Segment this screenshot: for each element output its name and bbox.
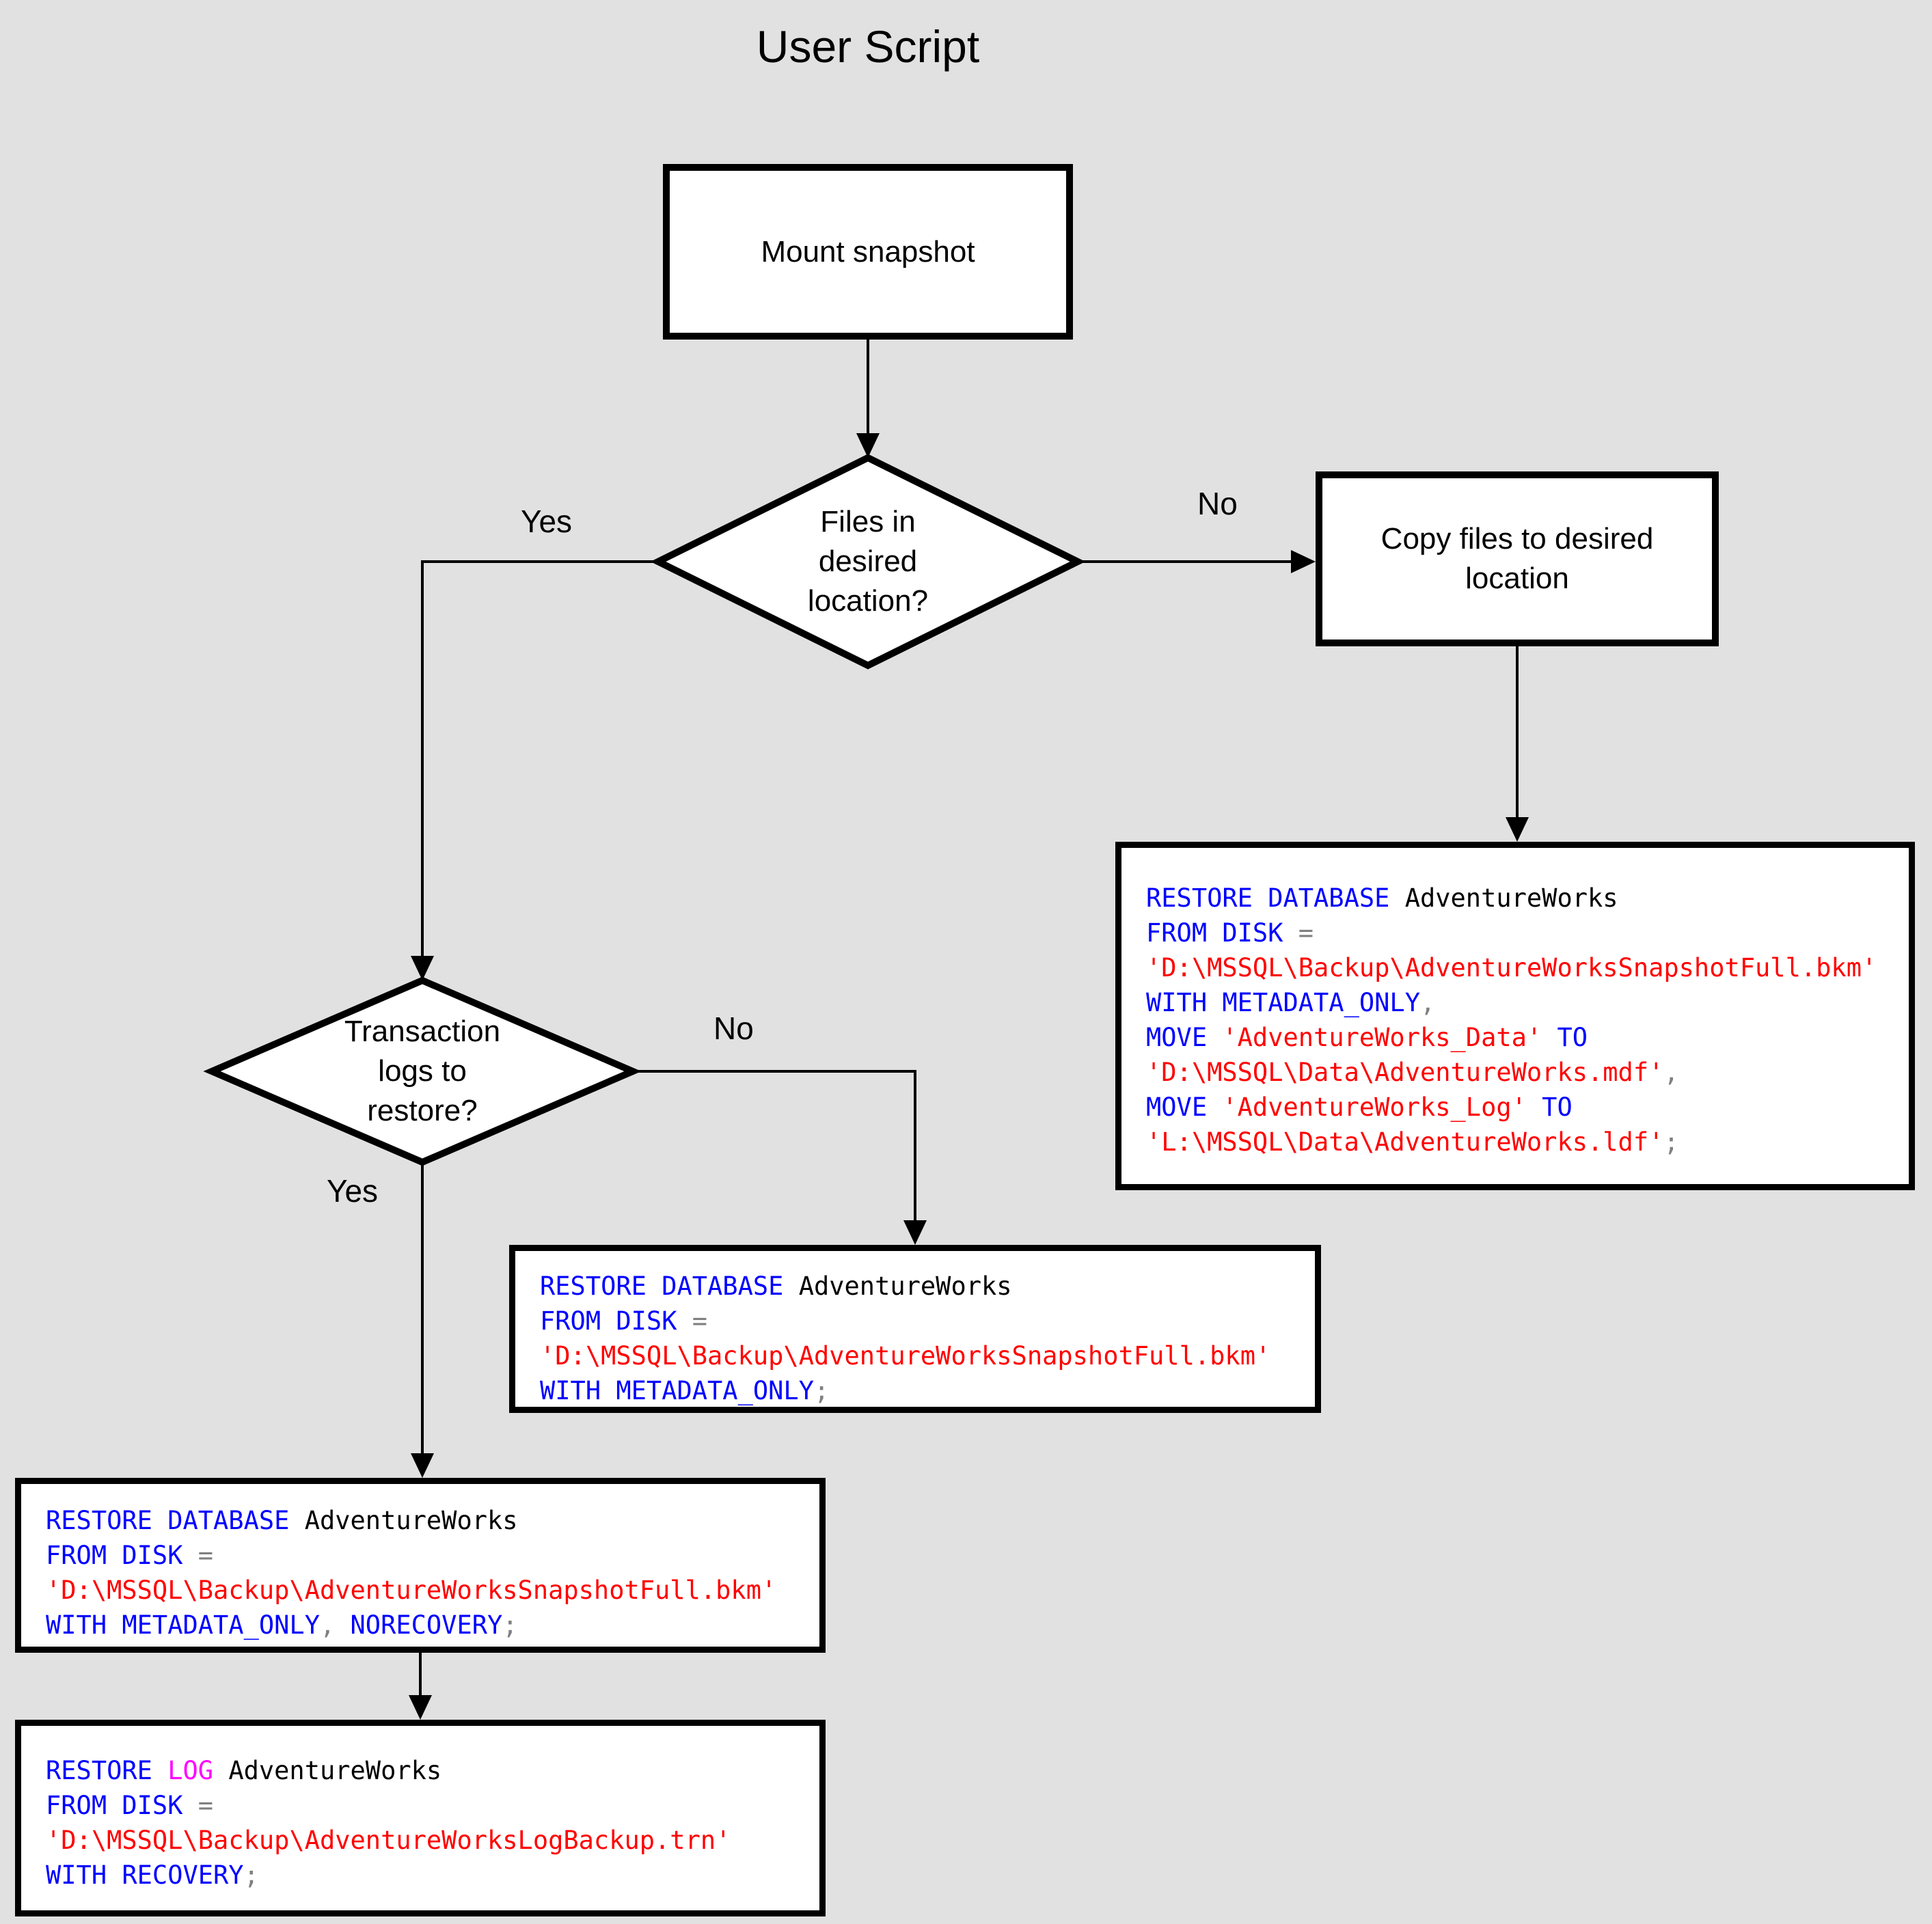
- arrowhead-into-code-a: [411, 1453, 434, 1478]
- code-line: RESTORE LOG AdventureWorks: [46, 1753, 819, 1788]
- files-yes-label: Yes: [521, 504, 573, 539]
- mount-snapshot-node: Mount snapshot: [663, 164, 1073, 340]
- code-token-string: 'AdventureWorks_Log': [1207, 1092, 1527, 1122]
- code-token-operator: ,: [1663, 1058, 1679, 1087]
- copy-files-label: Copy files to desired location: [1380, 522, 1654, 595]
- code-line: MOVE 'AdventureWorks_Data' TO: [1146, 1020, 1909, 1055]
- code-token-string: 'L:\MSSQL\Data\AdventureWorks.ldf': [1146, 1127, 1664, 1157]
- code-token-keyword: NORECOVERY: [350, 1610, 503, 1640]
- diagram-title: User Script: [756, 21, 980, 72]
- code-line: RESTORE DATABASE AdventureWorks: [540, 1269, 1315, 1304]
- code-token-keyword: RESTORE DATABASE: [540, 1272, 784, 1301]
- code-token-string: 'D:\MSSQL\Data\AdventureWorks.mdf': [1146, 1058, 1664, 1087]
- edge-logs-no: [633, 1070, 916, 1220]
- edge-files-yes: [421, 560, 658, 956]
- arrowhead-into-copy-box: [1291, 550, 1316, 573]
- code-token-string: 'AdventureWorks_Data': [1207, 1023, 1542, 1052]
- code-token-keyword: RESTORE DATABASE: [46, 1506, 290, 1535]
- files-no-label: No: [1197, 486, 1238, 521]
- code-token-string: 'D:\MSSQL\Backup\AdventureWorksSnapshotF…: [540, 1341, 1271, 1371]
- code-token-keyword: MOVE: [1146, 1092, 1208, 1122]
- code-token-keyword: WITH METADATA_ONLY: [540, 1376, 814, 1405]
- code-line: FROM DISK =: [46, 1538, 819, 1573]
- code-line: WITH METADATA_ONLY;: [540, 1373, 1315, 1408]
- code-token-keyword: WITH METADATA_ONLY: [1146, 988, 1420, 1017]
- code-line: 'D:\MSSQL\Backup\AdventureWorksSnapshotF…: [46, 1573, 819, 1608]
- code-token-string: 'D:\MSSQL\Backup\AdventureWorksSnapshotF…: [1146, 953, 1877, 982]
- code-line: FROM DISK =: [1146, 916, 1909, 950]
- arrowhead-into-decision-files: [856, 433, 880, 458]
- code-token-keyword: FROM DISK: [540, 1306, 677, 1336]
- code-token-operator: ,: [1419, 988, 1436, 1017]
- copy-files-node: Copy files to desired location: [1316, 471, 1719, 646]
- code-token-string: 'D:\MSSQL\Backup\AdventureWorksLogBackup…: [46, 1826, 731, 1855]
- code-line: FROM DISK =: [540, 1304, 1315, 1338]
- arrowhead-into-code-b: [409, 1695, 432, 1720]
- code-token-operator: ;: [243, 1860, 259, 1890]
- arrowhead-into-code-right: [1506, 817, 1529, 842]
- code-token-string: 'D:\MSSQL\Backup\AdventureWorksSnapshotF…: [46, 1576, 777, 1605]
- code-token-operator: =: [182, 1791, 214, 1820]
- code-token-keyword: WITH RECOVERY: [46, 1860, 244, 1890]
- code-token-identifier: AdventureWorks: [213, 1756, 442, 1785]
- decision-files-diamond: [650, 454, 1086, 670]
- code-line: FROM DISK =: [46, 1788, 819, 1823]
- decision-files-label: Files in desired location?: [807, 505, 929, 618]
- code-line: RESTORE DATABASE AdventureWorks: [46, 1503, 819, 1538]
- code-token-identifier: AdventureWorks: [1389, 883, 1618, 913]
- logs-yes-label: Yes: [327, 1173, 379, 1209]
- code-token-identifier: AdventureWorks: [289, 1506, 518, 1535]
- code-token-keyword: MOVE: [1146, 1023, 1208, 1052]
- code-token-log_keyword: LOG: [167, 1756, 214, 1785]
- code-line: 'D:\MSSQL\Data\AdventureWorks.mdf',: [1146, 1055, 1909, 1090]
- code-token-keyword: TO: [1526, 1092, 1573, 1122]
- code-line: 'D:\MSSQL\Backup\AdventureWorksLogBackup…: [46, 1823, 819, 1858]
- decision-logs-diamond: [203, 976, 642, 1166]
- code-token-keyword: RESTORE: [46, 1756, 168, 1785]
- code-token-operator: =: [182, 1541, 214, 1570]
- code-token-operator: ,: [319, 1610, 351, 1640]
- arrowhead-into-code-middle: [903, 1220, 927, 1245]
- code-line: 'D:\MSSQL\Backup\AdventureWorksSnapshotF…: [540, 1338, 1315, 1373]
- arrowhead-into-decision-logs: [411, 956, 434, 980]
- decision-logs-label: Transaction logs to restore?: [344, 1015, 501, 1127]
- code-token-operator: ;: [502, 1610, 518, 1640]
- code-line: 'L:\MSSQL\Data\AdventureWorks.ldf';: [1146, 1125, 1909, 1159]
- code-token-keyword: FROM DISK: [46, 1541, 183, 1570]
- code-token-operator: ;: [813, 1376, 830, 1405]
- code-token-operator: =: [1283, 918, 1314, 948]
- code-token-identifier: AdventureWorks: [783, 1272, 1012, 1301]
- code-line: MOVE 'AdventureWorks_Log' TO: [1146, 1090, 1909, 1125]
- code-token-keyword: FROM DISK: [46, 1791, 183, 1820]
- code-line: WITH METADATA_ONLY,: [1146, 985, 1909, 1020]
- code-line: WITH RECOVERY;: [46, 1858, 819, 1893]
- mount-snapshot-label: Mount snapshot: [761, 234, 975, 269]
- code-line: 'D:\MSSQL\Backup\AdventureWorksSnapshotF…: [1146, 950, 1909, 985]
- code-token-keyword: TO: [1542, 1023, 1588, 1052]
- code-token-keyword: FROM DISK: [1146, 918, 1283, 948]
- code-line: RESTORE DATABASE AdventureWorks: [1146, 881, 1909, 916]
- code-token-keyword: WITH METADATA_ONLY: [46, 1610, 320, 1640]
- code-token-keyword: RESTORE DATABASE: [1146, 883, 1390, 913]
- code-token-operator: ;: [1663, 1127, 1679, 1157]
- code-line: WITH METADATA_ONLY, NORECOVERY;: [46, 1608, 819, 1643]
- code-token-operator: =: [677, 1306, 708, 1336]
- logs-no-label: No: [713, 1011, 754, 1046]
